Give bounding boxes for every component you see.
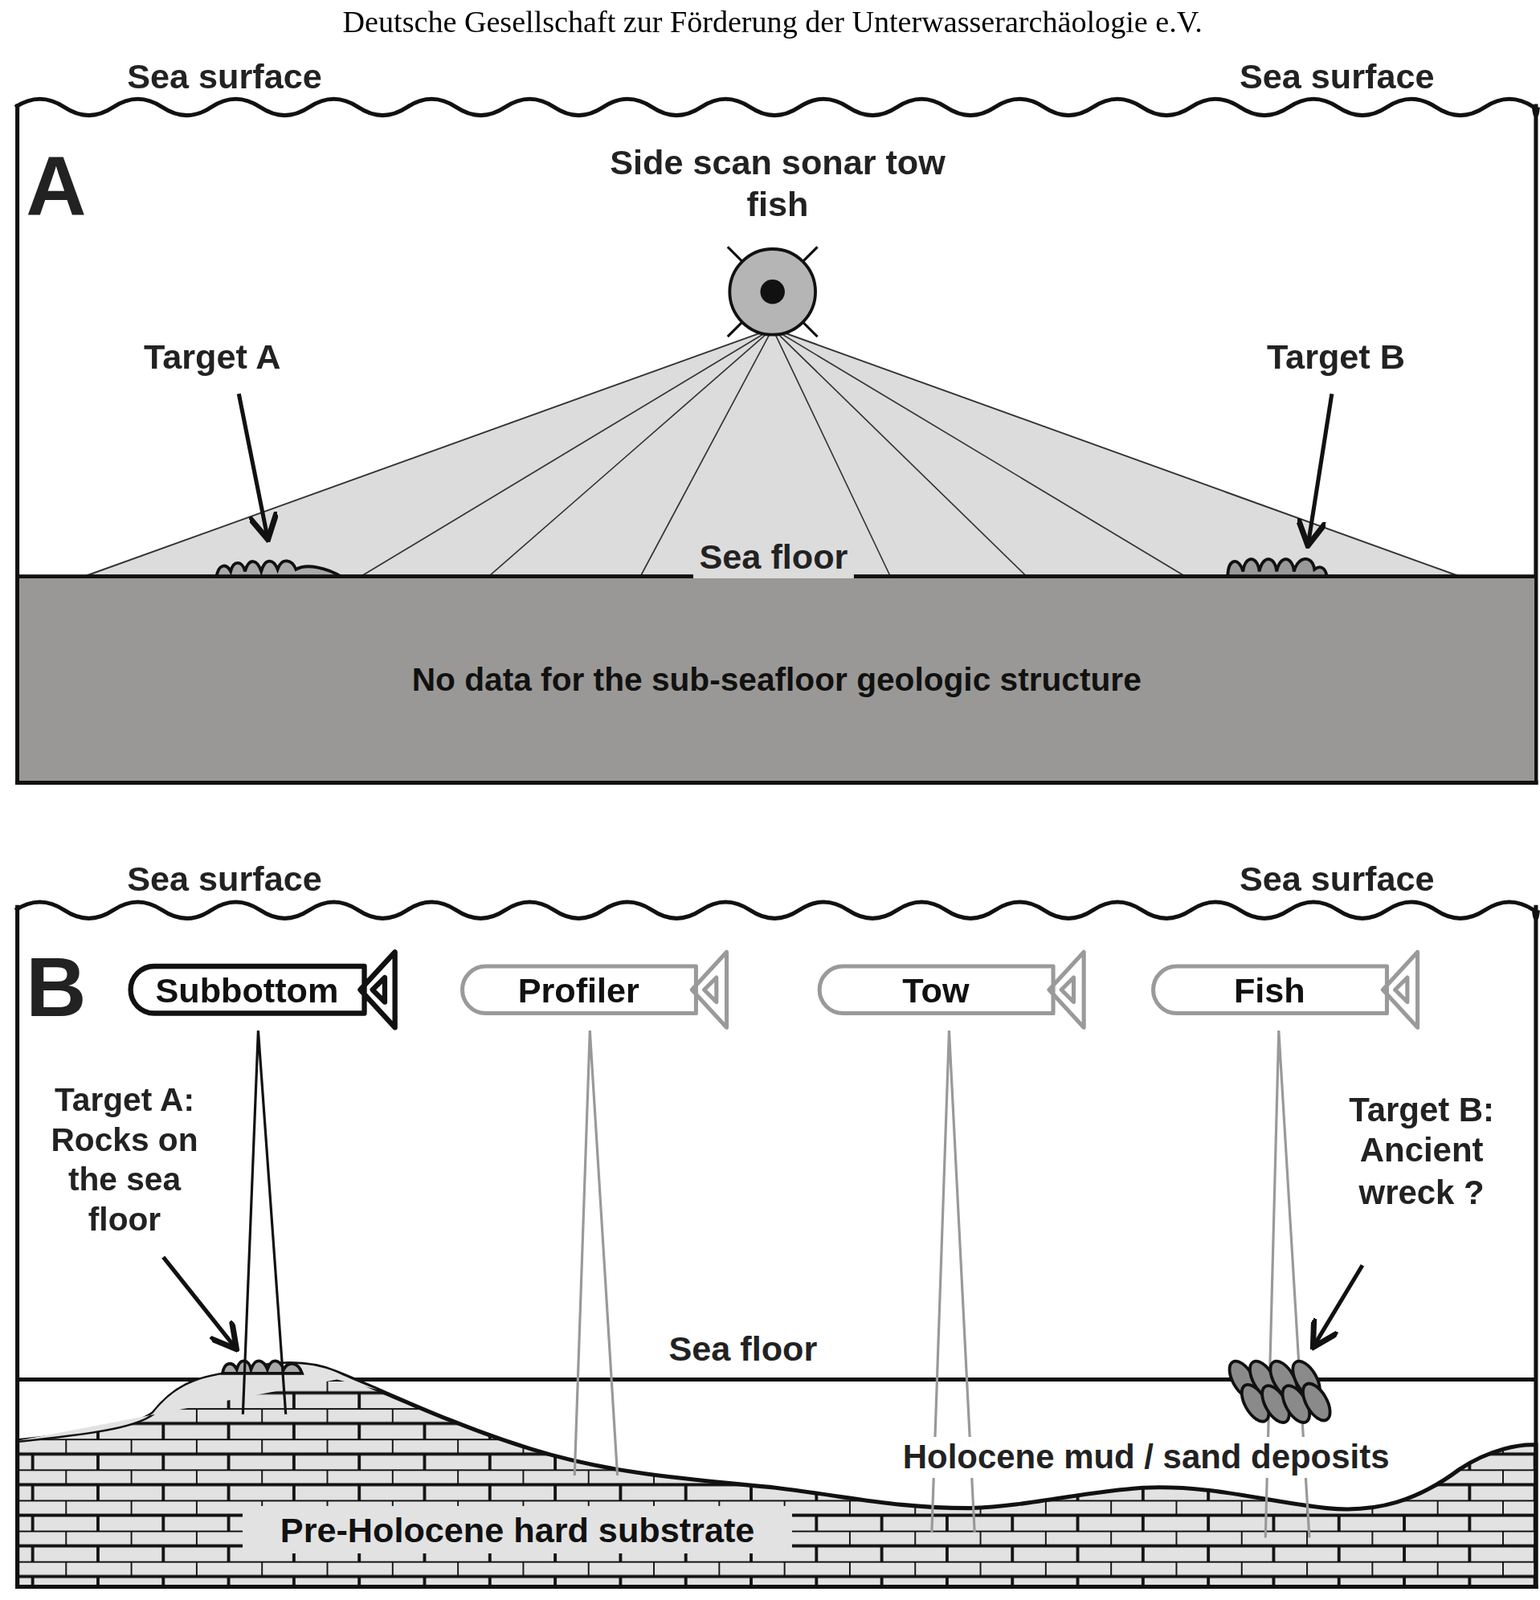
target-label: Target A: Rocks on the sea floor [46,1080,202,1240]
arrow [238,393,268,537]
substrate-label-box: Pre-Holocene hard substrate [242,1506,792,1553]
wreck-symbol [1224,1356,1336,1427]
node-text: Tow [824,947,1047,1034]
tow-fish-node: Fish [1150,947,1422,1034]
sea-floor-label: Sea floor [662,1327,824,1371]
target-a-rocks [222,1360,303,1374]
panel-a [15,98,1538,785]
tow-fish-node: Subbottom [127,947,399,1034]
arrow [1314,1265,1363,1345]
arrow [163,1257,235,1348]
arrow [1308,393,1332,543]
hard-substrate [17,1364,1536,1588]
node-text: Profiler [467,947,691,1034]
panel-letter: B [25,936,86,1039]
target-label: Target B [1266,335,1406,379]
sea-floor-label: Sea floor [693,535,854,579]
node-text: Subbottom [135,947,359,1034]
sea-surface-label: Sea surface [126,858,323,902]
layer-label: Holocene mud / sand deposits [896,1437,1396,1479]
node-text: Fish [1158,947,1381,1034]
title: Deutsche Gesellschaft zur Förderung der … [343,4,1203,41]
tow-fish-node: Tow [816,947,1087,1034]
node-text: Pre-Holocene hard substrate [242,1506,792,1553]
tow-fish-symbol [727,246,818,337]
sea-surface-label: Sea surface [1239,55,1435,99]
tow-fish-node: Profiler [459,947,731,1034]
panel-letter: A [25,134,86,237]
seafloor-band: No data for the sub-seafloor geologic st… [19,578,1534,781]
panel-b [15,902,1538,1590]
sea-surface-label: Sea surface [126,55,323,99]
sea-surface-line [15,98,1538,115]
target-label: Target A [143,335,281,379]
instrument-label: Side scan sonar tow fish [593,141,961,226]
sea-surface-label: Sea surface [1239,858,1435,902]
sea-surface-line [15,902,1538,919]
node-text: No data for the sub-seafloor geologic st… [19,578,1534,781]
target-label: Target B: Ancient wreck ? [1331,1089,1511,1213]
